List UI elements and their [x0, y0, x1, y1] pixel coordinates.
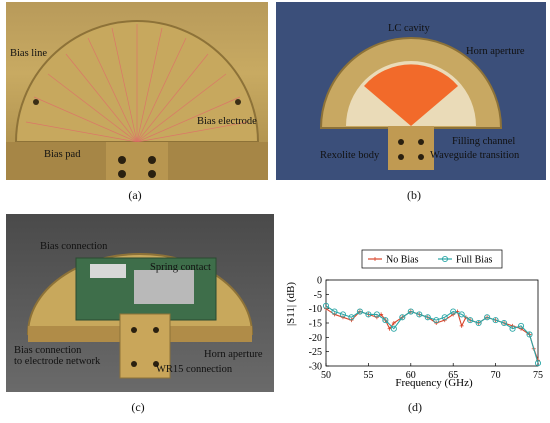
legend-marker [441, 255, 449, 263]
point-full-bias [441, 314, 448, 321]
point-full-bias [365, 311, 372, 318]
label-rexolite-body: Rexolite body [320, 150, 380, 161]
series-line-full-bias [325, 305, 539, 364]
legend-label: Full Bias [456, 255, 493, 266]
x-tick-label: 50 [321, 370, 331, 381]
point-full-bias [348, 314, 355, 321]
point-full-bias [382, 317, 389, 324]
point-full-bias [356, 308, 363, 315]
point-full-bias [424, 314, 431, 321]
label-bias-connection-network: Bias connection to electrode network [14, 345, 100, 367]
point-full-bias [416, 311, 423, 318]
assembled-antenna-illustration [26, 253, 254, 379]
legend-box [361, 249, 503, 269]
series-line-no-bias [325, 308, 539, 361]
label-bias-electrode: Bias electrode [197, 116, 257, 127]
label-bias-connection: Bias connection [40, 241, 108, 252]
x-tick-label: 60 [406, 370, 416, 381]
x-tick-label: 55 [363, 370, 373, 381]
label-bias-connection-network-line2: to electrode network [14, 356, 101, 367]
y-tick-label: -15 [309, 319, 322, 330]
point-full-bias [526, 331, 533, 338]
point-full-bias [450, 308, 457, 315]
label-spring-contact: Spring contact [150, 262, 211, 273]
label-lc-cavity: LC cavity [388, 23, 430, 34]
point-full-bias [331, 308, 338, 315]
legend-label: No Bias [386, 255, 419, 266]
label-bias-connection-network-line1: Bias connection [14, 345, 82, 356]
point-full-bias [484, 314, 491, 321]
point-full-bias [501, 319, 508, 327]
y-tick-label: -30 [309, 362, 322, 373]
point-full-bias [509, 325, 516, 332]
y-axis-label: |S11| (dB) [285, 282, 297, 326]
plot-frame [325, 279, 539, 367]
panel-a: Bias line Bias electrode Bias pad (a) [0, 0, 270, 210]
x-tick-label: 65 [448, 370, 458, 381]
point-no-bias [459, 323, 464, 328]
y-tick-label: -25 [309, 347, 322, 358]
label-horn-aperture-c: Horn aperture [204, 349, 263, 360]
label-wr15-connection: WR15 connection [156, 364, 233, 375]
caption-b: (b) [407, 188, 421, 202]
y-tick-label: -5 [314, 290, 322, 301]
lc-cavity-illustration [319, 37, 503, 170]
label-bias-pad: Bias pad [44, 149, 81, 160]
point-full-bias [475, 319, 482, 327]
point-full-bias [534, 360, 542, 367]
photo-lc-cavity [276, 2, 546, 180]
point-full-bias [390, 325, 397, 332]
label-bias-line: Bias line [10, 48, 48, 59]
point-full-bias [492, 317, 499, 324]
point-no-bias [391, 321, 396, 325]
caption-d: (d) [408, 400, 422, 414]
label-horn-aperture-b: Horn aperture [466, 46, 525, 57]
panel-d: 50 55 60 65 70 75 0 -5 -10 -15 -20 -25 -30 No Bias Fu… [282, 214, 550, 423]
x-tick-label: 70 [491, 370, 501, 381]
point-full-bias [339, 311, 347, 318]
caption-c: (c) [131, 400, 145, 414]
photo-assembled-antenna [6, 214, 274, 392]
label-filling-channel: Filling channel [452, 136, 516, 147]
point-full-bias [399, 314, 406, 321]
point-full-bias [517, 322, 525, 329]
panel-b: LC cavity Horn aperture Rexolite body Fi… [276, 0, 550, 210]
point-full-bias [433, 317, 440, 324]
s11-chart: 50 55 60 65 70 75 0 -5 -10 -15 -20 -25 -30 No Bias Fu… [285, 249, 543, 389]
point-full-bias [407, 308, 414, 315]
bias-network-illustration [6, 20, 268, 180]
point-full-bias [458, 311, 465, 318]
label-waveguide-transition: Waveguide transition [430, 150, 520, 161]
y-tick-label: -20 [309, 333, 322, 344]
point-full-bias [322, 302, 330, 309]
y-tick-label: -10 [309, 304, 322, 315]
caption-a: (a) [128, 188, 142, 202]
point-full-bias [373, 311, 380, 318]
x-tick-label: 75 [533, 370, 543, 381]
point-full-bias [467, 317, 474, 324]
y-tick-label: 0 [317, 276, 322, 287]
panel-c: Bias connection Spring contact Bias conn… [0, 214, 282, 423]
photo-bias-network [6, 2, 268, 180]
x-axis-label: Frequency (GHz) [395, 377, 473, 389]
